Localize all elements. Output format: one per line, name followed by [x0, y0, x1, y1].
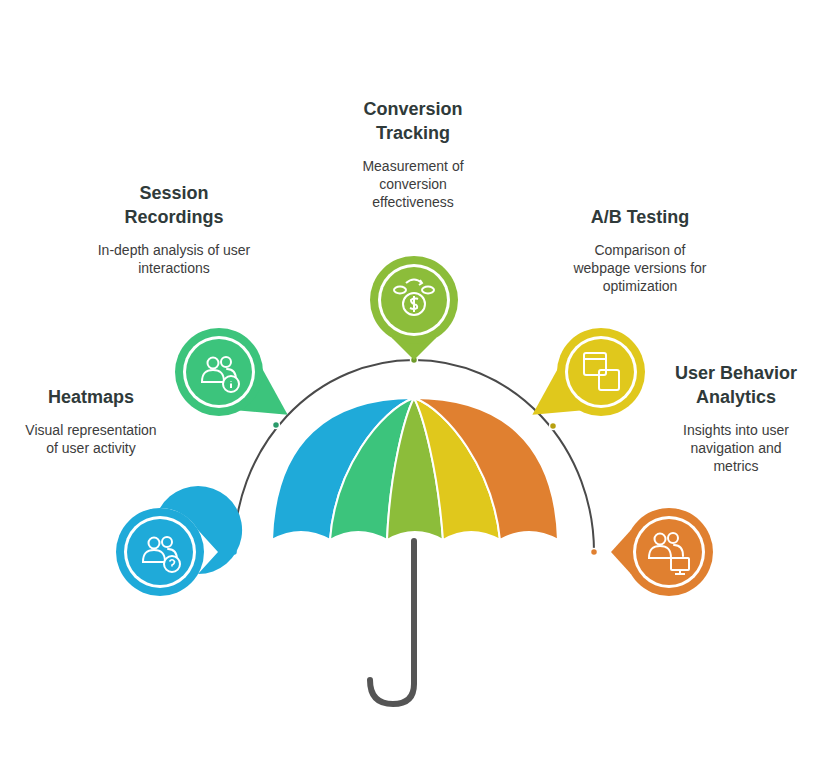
item-node: HeatmapsVisual representation of user ac…	[16, 385, 166, 457]
item-node: Conversion TrackingMeasurement of conver…	[352, 97, 474, 211]
node-heading: Session Recordings	[114, 181, 234, 229]
node-description: Visual representation of user activity	[25, 421, 157, 457]
umbrella-canopy	[272, 398, 558, 540]
node-heading: A/B Testing	[565, 205, 715, 229]
arc-dots	[231, 357, 598, 556]
arc-line	[234, 360, 594, 552]
node-heading: User Behavior Analytics	[661, 361, 811, 409]
item-node: Session RecordingsIn-depth analysis of u…	[94, 181, 254, 277]
icon-pin	[116, 256, 713, 596]
node-heading: Conversion Tracking	[353, 97, 473, 145]
node-description: In-depth analysis of user interactions	[94, 241, 254, 277]
node-description: Measurement of conversion effectiveness	[352, 157, 474, 211]
item-node: A/B TestingComparison of webpage version…	[565, 205, 715, 295]
node-heading: Heatmaps	[16, 385, 166, 409]
node-description: Comparison of webpage versions for optim…	[570, 241, 710, 295]
item-node: User Behavior AnalyticsInsights into use…	[661, 361, 811, 475]
umbrella-handle	[370, 541, 414, 704]
node-description: Insights into user navigation and metric…	[670, 421, 802, 475]
